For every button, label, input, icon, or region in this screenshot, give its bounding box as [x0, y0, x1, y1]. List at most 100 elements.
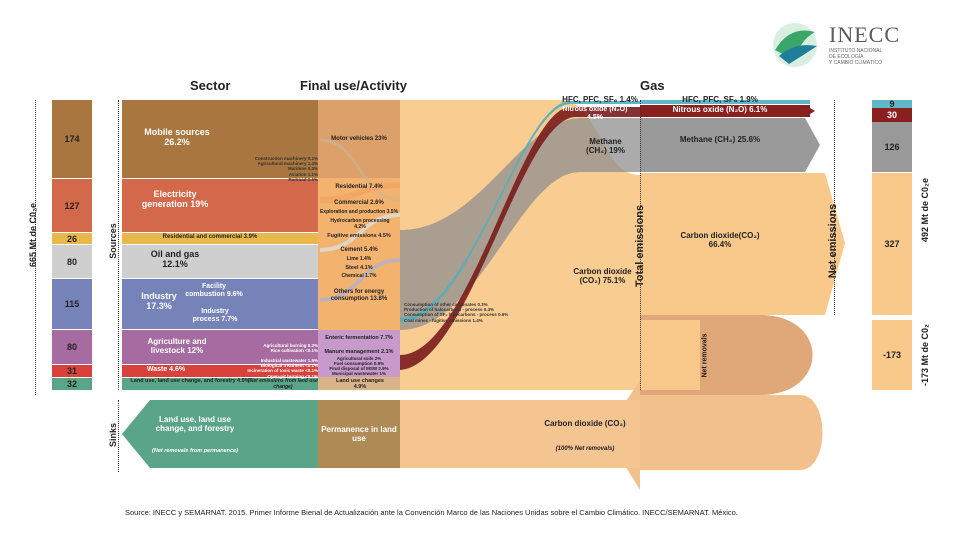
right-bar-ch4 [872, 122, 912, 172]
sink-land-label: Land use, land use change, and forestry [155, 415, 235, 433]
gas-total-ch4: Methane (CH₄) 19% [586, 137, 625, 155]
sector-block-residential [122, 233, 318, 244]
consumption-small-item: Consumption of other carbonates 0.3% [404, 302, 488, 307]
left-bar-waste: 31 [52, 365, 92, 377]
logo-sub-2: DE ECOLOGÍA [829, 54, 864, 60]
flow-streak-1 [319, 138, 401, 202]
mobile-small-item: Agricultural machinery 1.4% [257, 161, 318, 167]
right-total-bottom: -173 Mt de C0₂ [920, 324, 930, 387]
gas-n2o-arrow [805, 105, 815, 117]
right-bar-value-n2o: 30 [886, 110, 897, 120]
consumption-small-list: Consumption of other carbonates 0.3% Pro… [404, 302, 544, 323]
mobile-small-item: Aviation 1.1% [288, 171, 318, 177]
sector-block-agriculture [122, 330, 318, 364]
sink-band-co2 [400, 400, 640, 468]
final-use-motor-vehicles [318, 100, 400, 178]
net-emissions-dots [834, 100, 835, 315]
left-total-dots [35, 100, 36, 395]
gas-total-hfc: HFC, PFC, SF₆ 1.4% [562, 95, 638, 104]
fu-chemical: Chemical 1.7% [341, 273, 377, 279]
gas-net-co2: Carbon dioxide(CO₂) 66.4% [680, 231, 760, 249]
fu-commercial: Commercial 2.6% [334, 200, 384, 206]
flow-streak-4 [319, 258, 401, 302]
sector-industry-process-label: Industry process 7.7% [192, 308, 238, 323]
fu-exploration: Exploration and production 3.5% [319, 209, 399, 215]
gas-total-co2: Carbon dioxide (CO₂) 75.1% [573, 267, 632, 285]
sink-co2-note: (100% Net removals) [555, 446, 615, 452]
agri-small-item: Agricultural burning 0.2% [263, 343, 318, 348]
right-bar-removals [872, 320, 912, 390]
gas-n2o-net [640, 105, 810, 117]
waste-small-item: Open-pit burning <0.1% [267, 373, 318, 379]
fu-manure: Manure management 2.1% [324, 349, 394, 355]
gas-net-ch4: Methane (CH₄) 25.6% [679, 135, 761, 144]
fu-municipal-wastewater: Municipal wastewater 1% [331, 371, 387, 376]
sector-residential-label: Residential and commercial 3.9% [162, 234, 258, 240]
sector-waste-label: Waste 4.6% [146, 366, 186, 373]
left-bar-oil-gas: 80 [52, 245, 92, 278]
consumption-small-item: Coal mines - fugitive emissions 1.4% [404, 317, 483, 323]
fu-steel: Steel 4.1% [345, 265, 373, 271]
gas-methane-net [640, 118, 820, 172]
sector-block-oil-gas [122, 245, 318, 278]
source-note: Source: INECC y SEMARNAT. 2015. Primer I… [125, 508, 738, 517]
right-bar-co2 [872, 173, 912, 315]
header-sector: Sector [190, 78, 231, 93]
net-emissions-label: Net emissions [827, 203, 839, 279]
sector-facility-label: Facility combustion 9.6% [185, 283, 243, 298]
sink-arrow-land [122, 400, 318, 468]
flow-methane [400, 118, 640, 330]
sink-band-permanence [318, 400, 400, 468]
sector-block-electricity [122, 179, 318, 232]
sector-mobile-label: Mobile sources 26.2% [144, 127, 210, 147]
right-bar-value-hfc: 9 [889, 99, 895, 109]
left-bar-mobile: 174 [52, 100, 92, 178]
fu-lime: Lime 1.4% [346, 256, 372, 262]
right-bar-hfc [872, 100, 912, 108]
logo-icon [773, 23, 817, 67]
fu-agri-soils: Agricultural soils 2% [336, 356, 382, 361]
left-bar-residential: 26 [52, 233, 92, 244]
header-final-use: Final use/Activity [300, 78, 407, 93]
fu-others-energy: Others for energy consumption 13.8% [330, 289, 388, 302]
sector-agriculture-label: Agriculture and livestock 12% [147, 337, 207, 355]
right-bar-value-co2: 327 [884, 239, 900, 249]
sink-co2-label: Carbon dioxide (CO₂) [544, 419, 626, 428]
fu-hydrocarbon: Hydrocarbon processing 4.2% [330, 218, 390, 230]
right-bar-values: 9 30 126 327 -173 [872, 99, 912, 390]
gas-hfc-net [640, 100, 810, 104]
flow-n2o [400, 107, 640, 370]
sector-block-industry [122, 279, 318, 329]
sink-arrow-co2 [605, 380, 823, 490]
fu-fuel-consumption: Fuel consumption 0.9% [333, 361, 385, 366]
fu-land-changes: Land use changes 4.9% [336, 378, 384, 391]
header-gas: Gas [640, 78, 665, 93]
net-removals-label: Net removals [701, 333, 709, 378]
sector-electricity-label: Electricity generation 19% [141, 189, 209, 209]
sector-industry-label: Industry 17.3% [141, 291, 177, 311]
gas-net-n2o: Nitrous oxide (N₂O) 6.1% [672, 105, 768, 114]
sink-land-note: (Net removals from permanence) [152, 448, 238, 454]
right-bar-value-ch4: 126 [884, 142, 900, 152]
sinks-dots [118, 400, 119, 472]
left-stacked-bar: 174 127 26 80 115 80 31 32 [52, 100, 92, 390]
mobile-small-item: Railroad 0.6% [288, 176, 318, 182]
waste-small-item: Incineration of toxic waste <0.1% [247, 368, 318, 374]
final-use-land-changes [318, 378, 400, 390]
sink-permanence-label: Permanence in land use [321, 425, 397, 443]
sector-block-waste [122, 365, 318, 377]
logo: INECC INSTITUTO NACIONAL DE ECOLOGÍA Y C… [765, 20, 935, 70]
logo-sub-1: INSTITUTO NACIONAL [829, 48, 883, 54]
agri-small-item: Rice cultivation <0.1% [270, 348, 318, 354]
left-bar-industry: 115 [52, 279, 92, 329]
fu-final-disposal: Final disposal of MSW 2.9% [329, 366, 389, 371]
flow-streak-3 [319, 213, 401, 252]
sector-block-mobile [122, 100, 318, 178]
mobile-small-item: Construction machinery 0.1% [254, 156, 318, 161]
left-bar-electricity: 127 [52, 179, 92, 232]
waste-small-item: Industrial wastewater 1.5% [260, 358, 318, 363]
fu-enteric: Enteric fermentation 7.7% [325, 335, 393, 341]
left-bar-agriculture: 80 [52, 330, 92, 364]
agri-small-list: Agricultural burning 0.2% Rice cultivati… [236, 343, 318, 353]
